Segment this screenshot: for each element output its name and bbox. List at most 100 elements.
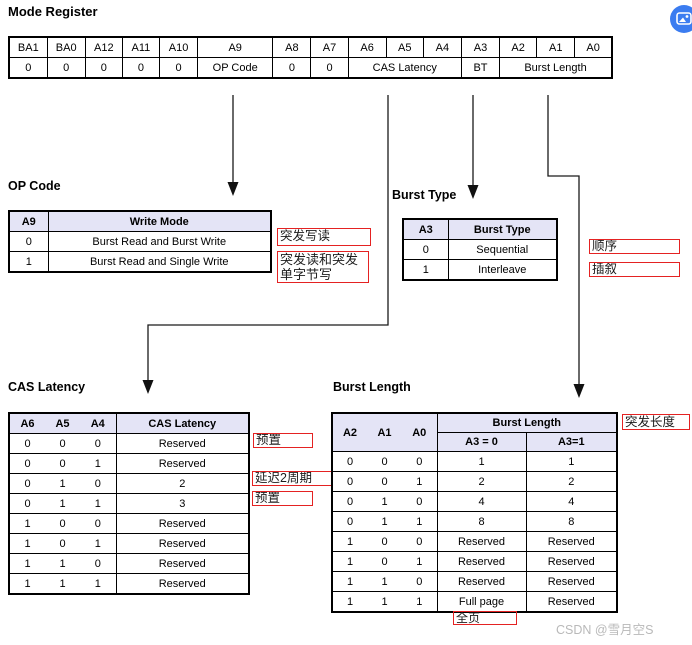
table-cell: 1 bbox=[367, 511, 402, 532]
column-header: A6 bbox=[9, 412, 45, 434]
column-header: A5 bbox=[45, 412, 80, 434]
table-cell: 1 bbox=[436, 451, 526, 472]
table-cell: 1 bbox=[367, 571, 402, 592]
burstlength-arrowhead-icon bbox=[573, 384, 585, 398]
table-cell: 1 bbox=[45, 553, 80, 574]
table-cell: 1 bbox=[332, 571, 367, 592]
bit-value: 0 bbox=[310, 57, 349, 79]
table-cell: 4 bbox=[525, 491, 618, 512]
bit-label: A3 bbox=[460, 36, 501, 58]
annotation-burst-write-read: 突发写读 bbox=[277, 228, 371, 246]
table-cell: 0 bbox=[8, 231, 49, 252]
mode-register-bits-row: BA1 BA0 A12 A11 A10 A9 A8 A7 A6 A5 A4 A3… bbox=[8, 36, 613, 58]
bit-label: A1 bbox=[536, 36, 576, 58]
table-cell: 0 bbox=[402, 239, 449, 260]
column-header: Burst Type bbox=[447, 218, 558, 240]
column-header: A2 bbox=[332, 412, 367, 452]
bit-label: A5 bbox=[385, 36, 424, 58]
table-cell: 1 bbox=[402, 259, 449, 281]
bursttype-arrowhead-icon bbox=[467, 185, 479, 199]
column-header: Write Mode bbox=[47, 210, 272, 232]
table-cell: Reserved bbox=[115, 553, 249, 574]
bit-label: A4 bbox=[422, 36, 462, 58]
bit-value: 0 bbox=[84, 57, 123, 79]
annotation-sequential: 顺序 bbox=[589, 239, 680, 254]
bit-value: 0 bbox=[121, 57, 160, 79]
bit-label: A6 bbox=[347, 36, 387, 58]
table-cell: Reserved bbox=[115, 433, 249, 454]
table-cell: 0 bbox=[332, 471, 367, 492]
annotation-preset-2: 预置 bbox=[252, 491, 313, 506]
cas-arrowhead-icon bbox=[142, 380, 154, 394]
table-cell: Reserved bbox=[115, 453, 249, 474]
table-cell: 3 bbox=[115, 493, 249, 514]
table-cell: 0 bbox=[332, 511, 367, 532]
table-cell: Reserved bbox=[115, 513, 249, 534]
page-title: Mode Register bbox=[8, 4, 98, 19]
table-cell: 8 bbox=[436, 511, 526, 532]
annotation-interleave: 插叙 bbox=[589, 262, 680, 277]
table-cell: 0 bbox=[402, 571, 437, 592]
column-header: A3 = 0 bbox=[436, 432, 526, 452]
table-cell: Full page bbox=[436, 591, 526, 613]
opcode-section-title: OP Code bbox=[8, 179, 61, 193]
bit-label: A12 bbox=[84, 36, 123, 58]
table-cell: 0 bbox=[80, 433, 116, 454]
annotation-burst-length: 突发长度 bbox=[622, 414, 690, 430]
table-cell: 0 bbox=[402, 451, 437, 472]
mode-register-values-row: 0 0 0 0 0 OP Code 0 0 CAS Latency BT Bur… bbox=[8, 57, 613, 79]
bit-label: A9 bbox=[197, 36, 274, 58]
table-cell: 1 bbox=[45, 573, 80, 595]
column-header: A1 bbox=[367, 412, 402, 452]
table-cell: 0 bbox=[45, 453, 80, 474]
table-cell: Reserved bbox=[525, 551, 618, 572]
table-cell: Reserved bbox=[525, 531, 618, 552]
table-cell: 1 bbox=[402, 551, 437, 572]
table-cell: 0 bbox=[80, 553, 116, 574]
table-cell: 1 bbox=[9, 553, 45, 574]
table-cell: 0 bbox=[80, 473, 116, 494]
table-cell: 1 bbox=[80, 573, 116, 595]
table-cell: 1 bbox=[402, 471, 437, 492]
table-cell: Reserved bbox=[436, 551, 526, 572]
annotation-full-page: 全页 bbox=[453, 611, 517, 625]
bit-label: A0 bbox=[574, 36, 613, 58]
bit-label: A11 bbox=[121, 36, 160, 58]
table-cell: 2 bbox=[115, 473, 249, 494]
table-cell: Reserved bbox=[436, 531, 526, 552]
extension-badge-icon[interactable] bbox=[670, 5, 692, 33]
column-header: A3 bbox=[402, 218, 449, 240]
table-cell: 0 bbox=[402, 531, 437, 552]
bit-label: A2 bbox=[499, 36, 538, 58]
table-cell: 8 bbox=[525, 511, 618, 532]
table-header-row: A2 A1 A0 Burst Length bbox=[332, 412, 618, 452]
column-header: A9 bbox=[8, 210, 49, 232]
table-cell: 0 bbox=[45, 513, 80, 534]
burst-length-field: Burst Length bbox=[499, 57, 613, 79]
table-cell: 0 bbox=[80, 513, 116, 534]
bit-label: A7 bbox=[310, 36, 349, 58]
table-cell: 1 bbox=[525, 451, 618, 472]
table-cell: 2 bbox=[436, 471, 526, 492]
cas-section-title: CAS Latency bbox=[8, 380, 86, 394]
table-cell: 1 bbox=[332, 531, 367, 552]
table-cell: Reserved bbox=[115, 533, 249, 554]
table-cell: 0 bbox=[367, 471, 402, 492]
table-cell: 0 bbox=[45, 433, 80, 454]
table-cell: 1 bbox=[80, 493, 116, 514]
